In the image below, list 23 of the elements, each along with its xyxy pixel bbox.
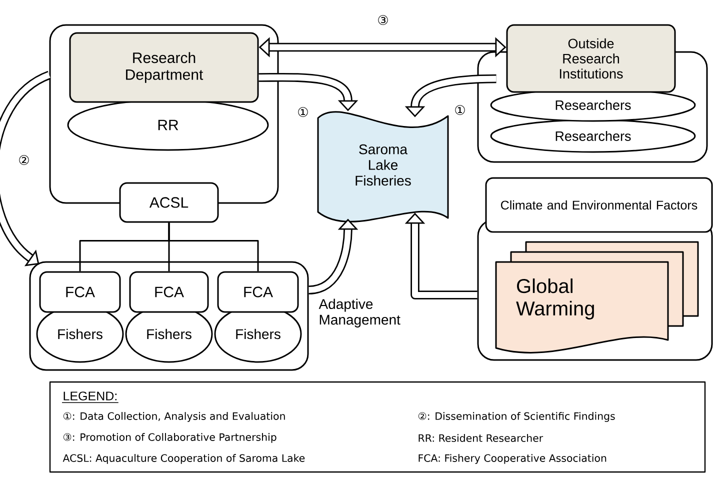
edge-label: ① bbox=[298, 107, 308, 117]
group-frame bbox=[29, 261, 309, 371]
side-caption: Adaptive Management bbox=[318, 298, 400, 328]
legend-entry: ③: Promotion of Collaborative Partnership bbox=[64, 433, 276, 443]
rounded-box: Research Department bbox=[69, 32, 259, 103]
legend-entry: ①: Data Collection, Analysis and Evaluation bbox=[64, 412, 285, 422]
rounded-box: FCA bbox=[129, 271, 209, 313]
rounded-box: FCA bbox=[39, 271, 121, 313]
legend-entry: ②: Dissemination of Scientific Findings bbox=[418, 412, 615, 422]
arrow bbox=[0, 71, 52, 266]
rounded-box: Outside Research Institutions bbox=[506, 24, 676, 93]
legend-title: LEGEND: bbox=[62, 392, 119, 404]
edge-label: ① bbox=[455, 105, 465, 115]
rounded-box: Climate and Environmental Factors bbox=[485, 177, 713, 233]
legend-entry: ACSL: Aquaculture Cooperation of Saroma Lake bbox=[62, 454, 305, 464]
legend-entry: RR: Resident Researcher bbox=[418, 434, 544, 442]
document-stack: Global Warming bbox=[495, 241, 699, 354]
legend-entry: FCA: Fishery Cooperative Association bbox=[418, 454, 606, 464]
edge-label: ③ bbox=[378, 15, 388, 25]
edge-label: ② bbox=[19, 155, 29, 165]
rounded-box: ACSL bbox=[119, 182, 219, 223]
rounded-box: FCA bbox=[217, 271, 299, 313]
connector-line bbox=[168, 222, 259, 272]
